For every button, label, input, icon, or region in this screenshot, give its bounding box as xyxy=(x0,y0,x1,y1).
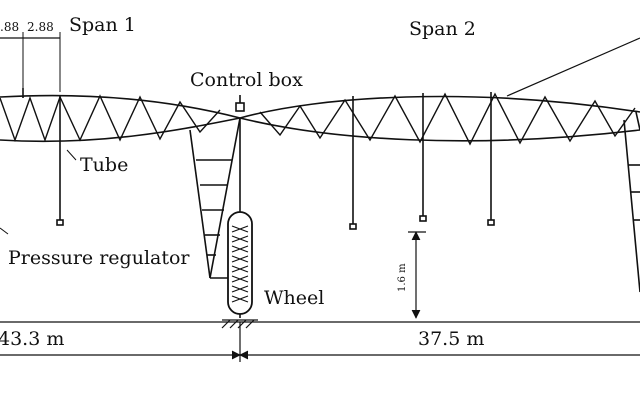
ground-hatch xyxy=(221,319,258,329)
sprinkler-height-label: 1.6 m xyxy=(397,263,408,292)
control-box-label: Control box xyxy=(190,69,303,91)
dimension-arrow xyxy=(231,350,241,360)
pressure-regulator-label: Pressure regulator xyxy=(8,247,190,269)
nozzle-spacing-right: 2.88 xyxy=(27,20,54,34)
span2-truss xyxy=(259,92,636,146)
height-arrow-bottom xyxy=(411,309,421,319)
tube-label: Tube xyxy=(80,154,129,176)
span2-top-chord xyxy=(239,95,640,119)
span2-leader xyxy=(506,37,640,97)
wheel-shape xyxy=(227,211,253,315)
span1-tube xyxy=(0,117,241,143)
tube-leader xyxy=(66,149,77,161)
control-box-shape xyxy=(235,102,245,112)
pressure-regulator-leader xyxy=(0,227,9,235)
dimension-arrow xyxy=(239,350,249,360)
sprinkler-nozzle xyxy=(419,215,427,222)
tower-center xyxy=(189,117,241,318)
span2-tube xyxy=(239,117,640,142)
span1-label: Span 1 xyxy=(69,14,136,36)
tower-right xyxy=(623,111,640,293)
sprinkler-nozzle xyxy=(487,219,495,226)
span1-top-chord xyxy=(0,94,241,119)
sprinkler-nozzle xyxy=(56,219,64,226)
span1-truss xyxy=(0,94,221,143)
nozzle-spacing-left: .88 xyxy=(0,20,20,34)
span2-length-label: 37.5 m xyxy=(418,328,485,350)
span1-length-label: 43.3 m xyxy=(0,328,65,350)
sprinkler-nozzle xyxy=(349,223,357,230)
span2-label: Span 2 xyxy=(409,18,476,40)
wheel-label: Wheel xyxy=(264,287,325,309)
height-arrow-top xyxy=(411,231,421,241)
